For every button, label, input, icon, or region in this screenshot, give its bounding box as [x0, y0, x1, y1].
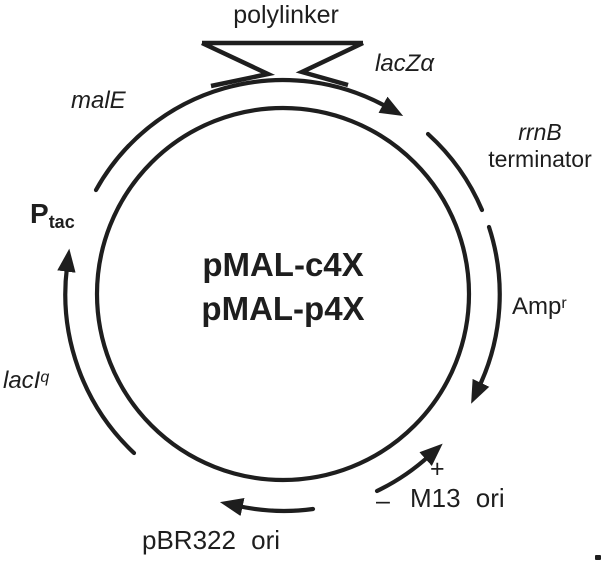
laci-gene-label: lacIq	[3, 367, 50, 394]
amp-resistance-arrow	[471, 224, 502, 404]
plasmid-name: pMAL-c4X pMAL-p4X	[201, 243, 364, 331]
plasmid-backbone-circle	[94, 105, 472, 483]
laci-label-superscript: q	[40, 369, 50, 386]
ptac-label-subscript: tac	[48, 212, 75, 232]
male-laczalpha-arrow	[93, 77, 404, 193]
amp-label-main: Amp	[512, 293, 562, 320]
scan-artifact-dot	[595, 555, 601, 560]
rrnb-terminator-label: rrnB terminator	[477, 119, 601, 173]
ptac-label-main: P	[30, 198, 49, 229]
rrnb-terminator-arc	[425, 131, 485, 213]
laci-label-main: lacI	[3, 367, 41, 394]
m13-ori-arrow	[374, 443, 443, 494]
amp-label-superscript: r	[561, 295, 567, 312]
ptac-promoter-label: Ptac	[30, 198, 75, 233]
pbr322-ori-arrow	[219, 497, 316, 517]
m13-minus-strand-sign: –	[376, 487, 390, 515]
polylinker-notch	[201, 40, 364, 89]
m13-ori-label: M13 ori	[410, 483, 505, 513]
plasmid-name-line1: pMAL-c4X	[202, 246, 364, 283]
polylinker-label: polylinker	[233, 1, 339, 29]
m13-plus-strand-sign: +	[430, 455, 445, 483]
rrnb-gene-name: rrnB	[518, 119, 562, 145]
amp-resistance-label: Ampr	[512, 293, 567, 320]
ptac-laci-arrow	[57, 248, 137, 456]
plasmid-name-line2: pMAL-p4X	[201, 290, 365, 327]
rrnb-terminator-word: terminator	[488, 146, 592, 172]
laczalpha-label: lacZα	[375, 50, 435, 77]
pbr322-ori-label: pBR322 ori	[142, 525, 281, 555]
male-gene-label: malE	[71, 87, 126, 114]
